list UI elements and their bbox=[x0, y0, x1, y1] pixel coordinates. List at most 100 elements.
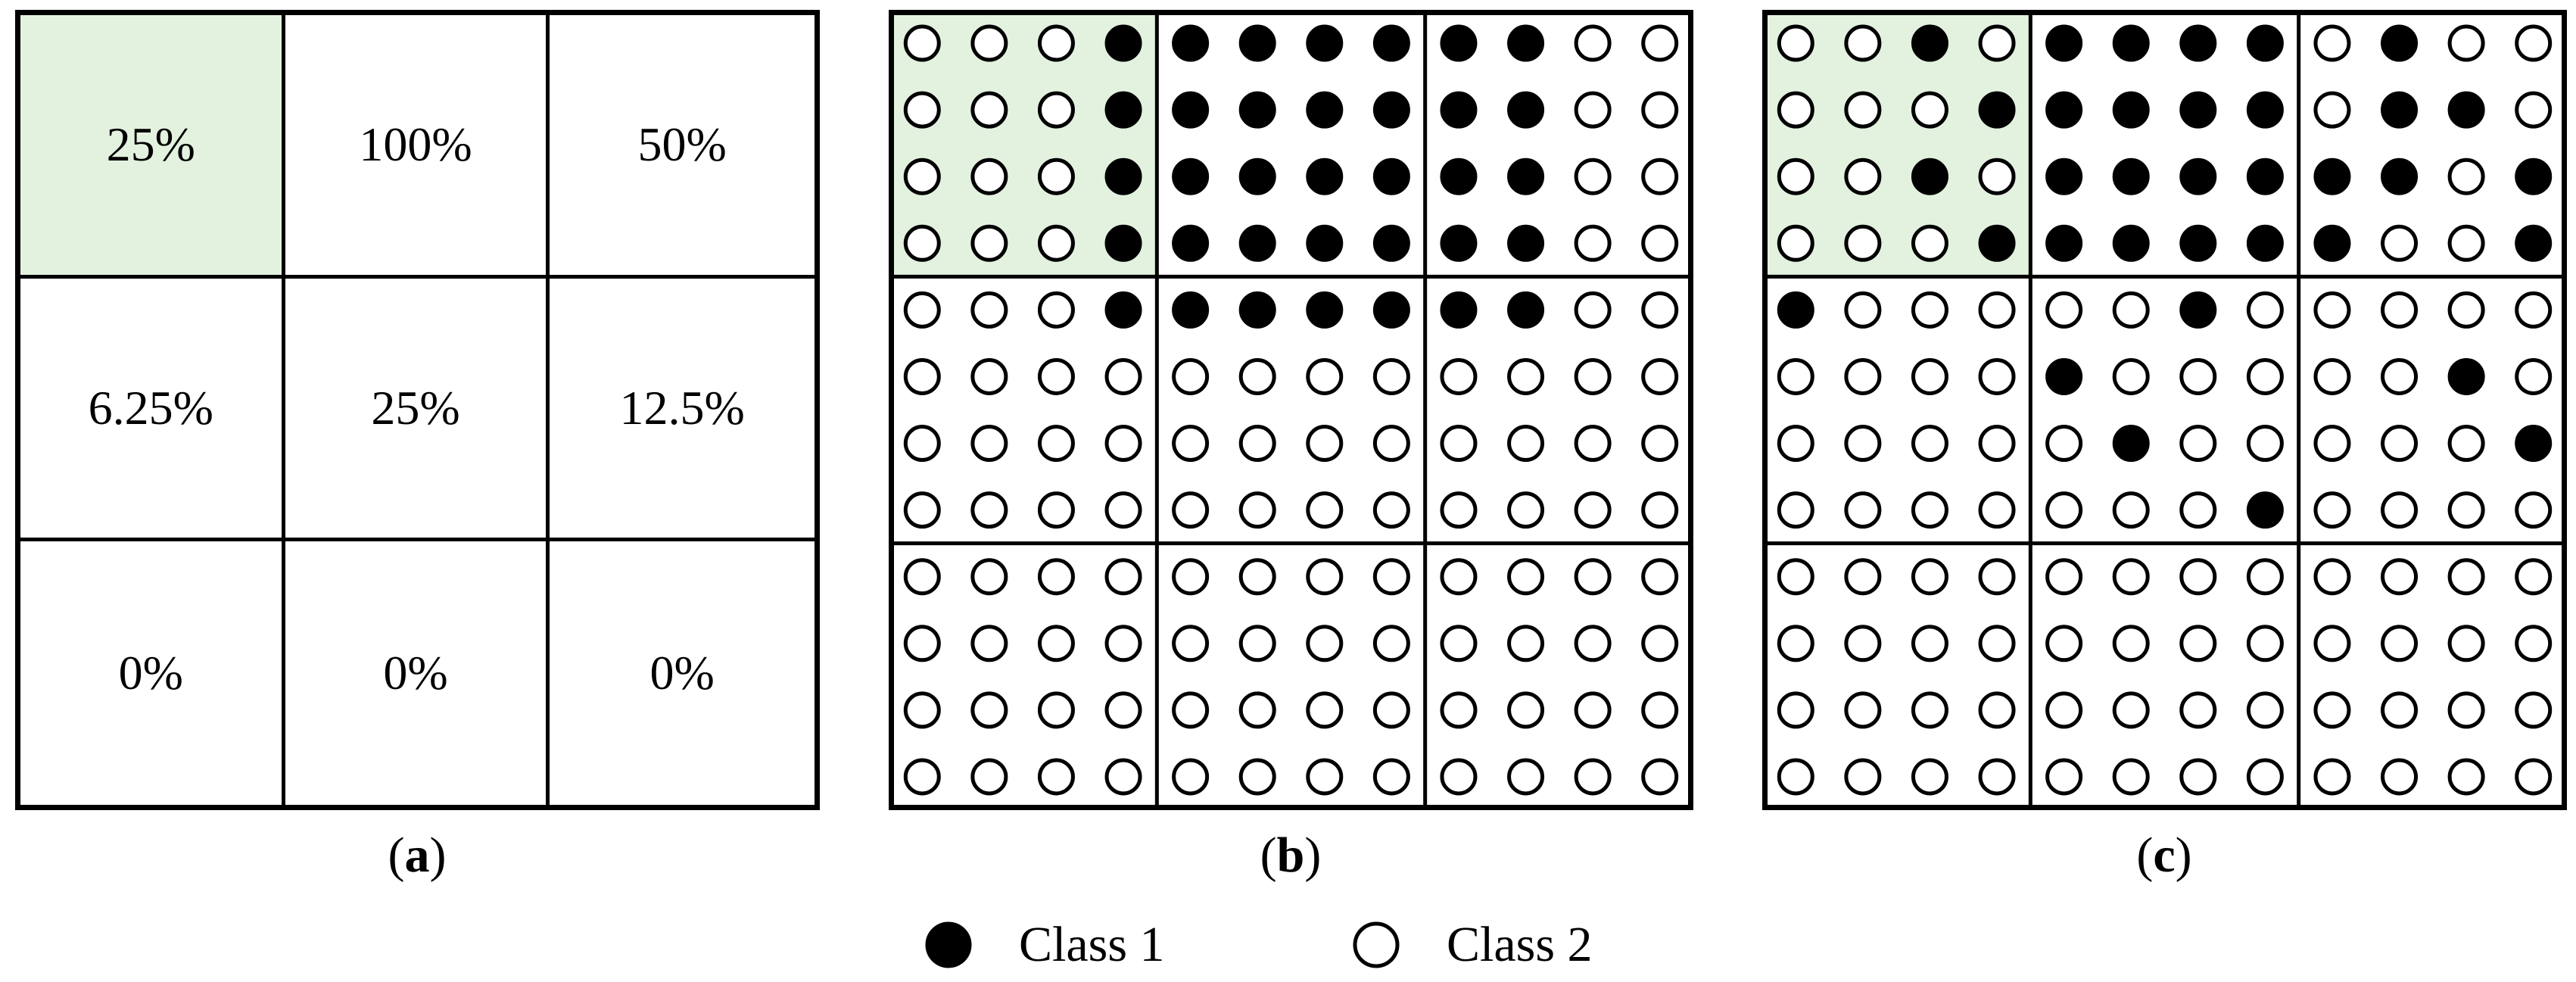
class1-dot bbox=[1172, 291, 1210, 329]
class2-dot bbox=[1978, 425, 2016, 463]
class1-dot bbox=[2246, 91, 2284, 129]
class1-dot bbox=[2045, 357, 2083, 395]
class1-dot bbox=[1911, 157, 1948, 195]
class1-dot bbox=[2179, 157, 2217, 195]
class2-dot bbox=[2381, 491, 2419, 529]
class2-dot bbox=[1911, 291, 1948, 329]
class2-dot bbox=[1641, 157, 1679, 195]
class2-dot bbox=[2515, 24, 2553, 62]
percentage-cell: 25% bbox=[285, 278, 550, 542]
caption-close-paren: ) bbox=[429, 828, 447, 883]
class2-dot bbox=[2313, 425, 2351, 463]
class1-dot bbox=[1104, 24, 1142, 62]
class2-dot bbox=[903, 558, 941, 596]
class2-dot bbox=[1777, 91, 1814, 129]
class2-dot bbox=[2515, 625, 2553, 662]
caption-close-paren: ) bbox=[1304, 828, 1322, 883]
class2-dot bbox=[2447, 425, 2485, 463]
dot-grid-c bbox=[1762, 10, 2567, 810]
class2-dot bbox=[1372, 625, 1410, 662]
class2-dot bbox=[1507, 625, 1545, 662]
class2-dot bbox=[1574, 24, 1612, 62]
class2-dot bbox=[970, 91, 1008, 129]
class2-dot bbox=[2381, 425, 2419, 463]
class2-dot bbox=[970, 224, 1008, 262]
class2-dot bbox=[1978, 357, 2016, 395]
class2-dot bbox=[1844, 691, 1882, 729]
class2-dot bbox=[2447, 558, 2485, 596]
class2-dot bbox=[1104, 758, 1142, 796]
caption-open-paren: ( bbox=[1260, 828, 1277, 883]
class1-dot bbox=[2045, 157, 2083, 195]
class1-dot bbox=[2381, 24, 2419, 62]
class2-dot bbox=[1104, 491, 1142, 529]
class2-dot bbox=[1507, 558, 1545, 596]
class2-dot bbox=[1372, 691, 1410, 729]
class1-dot bbox=[2246, 224, 2284, 262]
class2-dot bbox=[1844, 425, 1882, 463]
class1-dot bbox=[2112, 224, 2150, 262]
class2-dot bbox=[2246, 357, 2284, 395]
class2-dot bbox=[1238, 625, 1276, 662]
class2-dot bbox=[2045, 625, 2083, 662]
class2-dot bbox=[2381, 758, 2419, 796]
class1-dot bbox=[2112, 425, 2150, 463]
class2-dot bbox=[2313, 558, 2351, 596]
class1-dot bbox=[2246, 24, 2284, 62]
class2-dot bbox=[2381, 224, 2419, 262]
class2-dot bbox=[1440, 625, 1478, 662]
class1-dot bbox=[1440, 91, 1478, 129]
class2-dot bbox=[1911, 558, 1948, 596]
class1-dot bbox=[1372, 24, 1410, 62]
class2-dot bbox=[1844, 24, 1882, 62]
class2-dot bbox=[1574, 758, 1612, 796]
class1-dot bbox=[1172, 157, 1210, 195]
class2-dot bbox=[2381, 558, 2419, 596]
class2-dot bbox=[903, 357, 941, 395]
class1-dot bbox=[2313, 157, 2351, 195]
class2-dot bbox=[1238, 691, 1276, 729]
class1-dot bbox=[2112, 91, 2150, 129]
class2-dot bbox=[1641, 558, 1679, 596]
class1-dot bbox=[1238, 91, 1276, 129]
class2-dot bbox=[1641, 625, 1679, 662]
class2-dot bbox=[1238, 357, 1276, 395]
class2-dot bbox=[2447, 157, 2485, 195]
class1-dot bbox=[2515, 224, 2553, 262]
class2-dot bbox=[2313, 758, 2351, 796]
class2-dot bbox=[1844, 558, 1882, 596]
legend-item-class2: Class 2 bbox=[1351, 916, 1593, 974]
class1-dot bbox=[1911, 24, 1948, 62]
class2-dot bbox=[1037, 224, 1075, 262]
class2-dot bbox=[1777, 558, 1814, 596]
class2-dot bbox=[2381, 691, 2419, 729]
class2-dot bbox=[970, 691, 1008, 729]
class1-dot bbox=[2179, 224, 2217, 262]
class1-dot bbox=[1440, 224, 1478, 262]
class2-dot bbox=[1507, 357, 1545, 395]
legend-label-class2: Class 2 bbox=[1447, 917, 1593, 972]
class2-dot bbox=[1911, 357, 1948, 395]
class1-dot bbox=[2045, 91, 2083, 129]
class2-dot bbox=[970, 758, 1008, 796]
class2-dot bbox=[903, 425, 941, 463]
percentage-cell: 0% bbox=[649, 646, 715, 700]
class2-dot bbox=[1440, 691, 1478, 729]
class2-dot bbox=[1306, 357, 1344, 395]
class2-dot bbox=[2313, 625, 2351, 662]
class2-dot bbox=[1440, 758, 1478, 796]
percentage-cell: 12.5% bbox=[550, 279, 815, 542]
class1-dot bbox=[2112, 157, 2150, 195]
class2-dot bbox=[1844, 157, 1882, 195]
class2-dot bbox=[1372, 558, 1410, 596]
class2-dot bbox=[2246, 758, 2284, 796]
class2-dot bbox=[970, 425, 1008, 463]
class2-dot bbox=[903, 291, 941, 329]
class2-dot bbox=[970, 491, 1008, 529]
class1-dot bbox=[1507, 91, 1545, 129]
class2-dot bbox=[1911, 425, 1948, 463]
dot-grid-panel-c bbox=[1762, 10, 2567, 810]
percentage-cell: 100% bbox=[285, 15, 550, 279]
percentage-cell: 25% bbox=[20, 15, 285, 279]
class2-dot bbox=[1037, 291, 1075, 329]
